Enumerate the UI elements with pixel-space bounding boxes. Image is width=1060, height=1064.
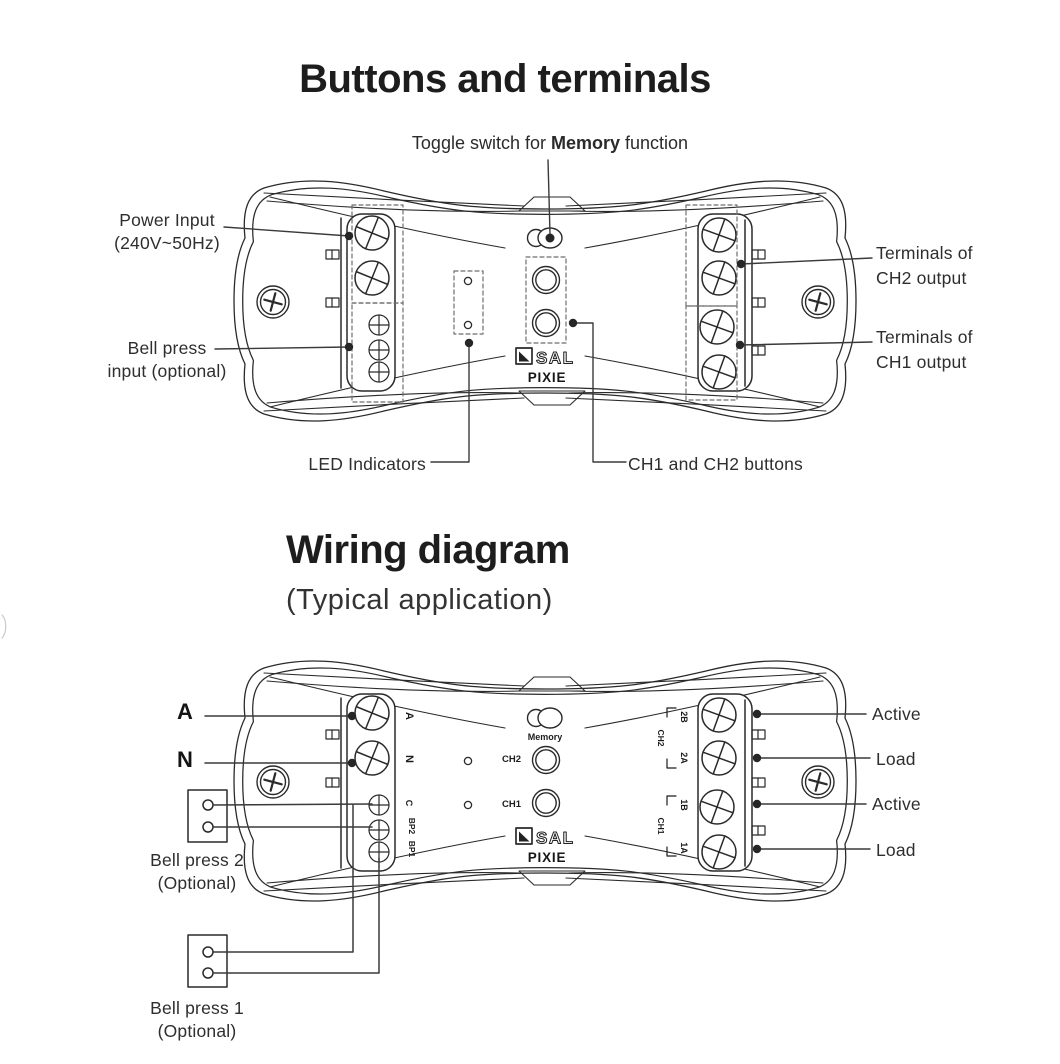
section1-title: Buttons and terminals: [299, 57, 711, 101]
section2-subtitle: (Typical application): [286, 584, 553, 616]
toggle-callout-line: [547, 159, 551, 235]
toggle-caption-post: function: [620, 133, 689, 153]
svg-text:2A: 2A: [679, 752, 689, 764]
terminal-labels-right: 2B 2A 1B 1A: [679, 711, 689, 854]
bell-press-2-switch: [187, 789, 228, 843]
power-input-label: Power Input (240V~50Hz): [114, 210, 220, 253]
ch1-button-label: CH1: [502, 799, 522, 810]
led-callout-line: [430, 342, 470, 463]
bell-press-input-label: Bell press input (optional): [107, 338, 227, 381]
active-in-label: A: [177, 699, 193, 724]
toggle-knob-dot: [545, 233, 555, 243]
bell-callout-line: [214, 346, 350, 350]
top-callouts: [214, 159, 873, 463]
page-edge-artifact: [1, 614, 7, 639]
neutral-in-label: N: [177, 747, 193, 772]
led-indicators-label: LED Indicators: [308, 454, 426, 474]
memory-label: Memory: [528, 732, 563, 742]
bell1-wire-bp1: [212, 857, 380, 974]
buttons-callout-line: [572, 322, 627, 463]
toggle-caption-bold: Memory: [550, 133, 621, 153]
group-ch2-label: CH2: [656, 729, 666, 746]
load-label-ch1: Load: [876, 840, 916, 860]
ch2-output-label: Terminals of CH2 output: [876, 243, 973, 288]
active-label-ch2: Active: [872, 704, 921, 724]
bell1-wire-c: [212, 804, 354, 953]
bell-press-1-label: Bell press 1 (Optional): [150, 998, 244, 1041]
toggle-caption: Toggle switch for Memory function: [330, 133, 770, 154]
device-top: [232, 179, 858, 423]
svg-text:N: N: [403, 755, 415, 763]
channel-group-brackets: [666, 707, 677, 857]
group-ch1-label: CH1: [656, 817, 666, 834]
top-dashed-zones: [351, 204, 738, 403]
svg-text:C: C: [404, 800, 414, 807]
power-callout-line: [223, 226, 350, 237]
svg-text:1A: 1A: [679, 842, 689, 854]
bottom-device-texts: Memory CH2 CH1 A N C BP2 BP1 2B 2A 1B 1A…: [403, 707, 689, 858]
load-label-ch2: Load: [876, 749, 916, 769]
ch1-callout-line: [739, 341, 873, 346]
bell2-wire-c: [212, 803, 373, 806]
ch1-terminals-zone: [685, 305, 738, 401]
svg-text:1B: 1B: [679, 799, 689, 811]
toggle-caption-pre: Toggle switch for: [411, 133, 551, 153]
buttons-label: CH1 and CH2 buttons: [628, 454, 804, 474]
terminal-labels-left: A N C BP2 BP1: [403, 712, 417, 858]
section2-title: Wiring diagram: [286, 528, 570, 572]
svg-text:2B: 2B: [679, 711, 689, 723]
bell-terminals-zone: [351, 302, 404, 403]
ch1-output-label: Terminals of CH1 output: [876, 327, 973, 372]
active-label-ch1: Active: [872, 794, 921, 814]
ch2-callout-line: [740, 257, 873, 265]
ch2-button-label: CH2: [502, 754, 521, 765]
svg-text:BP1: BP1: [407, 841, 417, 858]
bell-press-2-label: Bell press 2 (Optional): [150, 850, 244, 893]
svg-text:A: A: [403, 712, 415, 720]
led-zone: [453, 270, 484, 335]
bell-press-1-switch: [187, 934, 228, 988]
svg-text:BP2: BP2: [407, 818, 417, 835]
bottom-wiring: [187, 709, 871, 988]
device-bottom: [232, 659, 858, 903]
